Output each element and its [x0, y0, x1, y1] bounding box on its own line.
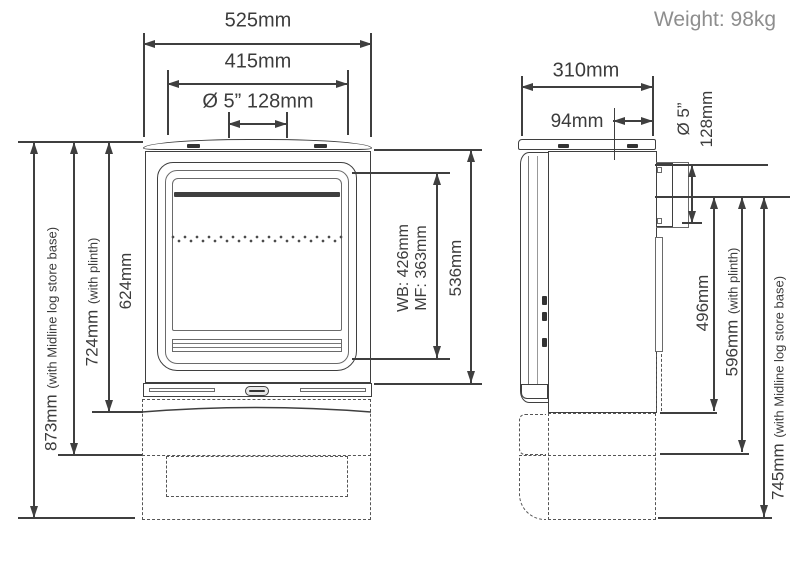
side-top-plate-lug-left [558, 144, 569, 148]
ext-536-bottom [374, 383, 482, 385]
dim-flue-height-logstore [759, 197, 768, 517]
label-height-body: 624mm [116, 252, 135, 310]
side-flue-bolt-bottom [657, 218, 662, 224]
label-depth-overall: 310mm [552, 59, 620, 82]
side-front-foot [521, 384, 548, 399]
dim-window-height [432, 173, 441, 358]
side-plinth-front-profile [519, 414, 546, 455]
ref-745-bottom [658, 517, 772, 519]
ref-floor-left [18, 517, 135, 519]
front-base-bracket-left [149, 388, 215, 392]
side-top-plate-lug-right [627, 144, 638, 148]
front-door-bottom-band-line1 [173, 343, 341, 344]
ref-496-bottom [660, 412, 717, 414]
label-flue-height-logstore: 745mm (with Midline log store base) [768, 275, 788, 501]
brand-badge-text-bar [249, 390, 265, 392]
front-top-plate [143, 139, 372, 150]
front-door-bottom-band [172, 339, 342, 352]
label-height-logstore: 873mm (with Midline log store base) [41, 226, 61, 452]
ref-724-bottom [58, 454, 142, 456]
side-door-panel-line2 [537, 156, 538, 399]
label-width-inner: 415mm [224, 50, 292, 73]
label-flue-height: 496mm [693, 274, 712, 332]
ext-310-left [521, 76, 523, 136]
front-base-bracket-right [300, 388, 366, 392]
weight-label: Weight: 98kg [653, 8, 777, 31]
front-logstore-opening [166, 456, 348, 497]
side-flue-bolt-top [657, 167, 662, 173]
ref-top-left [18, 141, 143, 143]
side-door-panel-line1 [528, 156, 529, 399]
front-air-holes [170, 234, 344, 244]
front-top-plate-lug-left [187, 144, 200, 148]
dim-height-plinth [69, 142, 78, 455]
ext-310-right [652, 76, 654, 136]
side-top-plate [518, 139, 656, 150]
front-top-plate-lug-right [314, 144, 327, 148]
ext-525-left [143, 33, 145, 137]
dim-flue-front [228, 119, 287, 128]
dim-width-overall [143, 39, 372, 48]
ext-536-top [374, 149, 482, 151]
side-hinge-mark-3 [542, 338, 547, 347]
side-flue-collar [656, 163, 673, 227]
front-glass [172, 178, 342, 331]
label-firebox-height: 536mm [446, 239, 465, 297]
front-logstore-base-outline [142, 399, 371, 520]
side-logstore-base-outline [548, 413, 656, 520]
side-hinge-mark-1 [542, 296, 547, 305]
front-plinth-bottom-line [142, 455, 371, 456]
side-plinth-bottom-line [548, 455, 656, 456]
dim-flue-offset [613, 116, 653, 125]
label-height-plinth: 724mm (with plinth) [82, 237, 102, 367]
ref-624-bottom [92, 411, 143, 413]
ref-flue-top [655, 164, 768, 166]
label-flue-diameter-mm: 128mm [697, 90, 716, 148]
dim-height-logstore [29, 142, 38, 518]
dim-firebox-height [466, 150, 475, 383]
side-logstore-front-profile [519, 455, 546, 520]
label-width-overall: 525mm [224, 9, 292, 32]
side-door-panel [520, 152, 549, 403]
label-window-wood: WB: 426mm [395, 223, 412, 313]
ext-window-bottom [352, 358, 450, 360]
dim-flue-diameter-side [687, 165, 696, 223]
label-flue-height-plinth: 596mm (with plinth) [722, 247, 742, 377]
dim-height-body [104, 142, 113, 412]
ref-flue-centre [655, 196, 790, 198]
ref-596-bottom [660, 453, 749, 455]
label-flue-offset: 94mm [550, 111, 604, 132]
dim-flue-height-plinth [737, 197, 746, 452]
ext-525-right [370, 33, 372, 137]
label-flue-diameter-inches: Ø 5” [674, 102, 693, 136]
dim-flue-height [709, 197, 718, 411]
dim-width-inner [167, 79, 348, 88]
label-window-multifuel: MF: 363mm [413, 225, 430, 311]
ref-flue-centreline [614, 108, 615, 160]
side-hinge-mark-2 [542, 312, 547, 321]
side-body [548, 151, 657, 413]
ext-415-left [167, 70, 169, 135]
dim-depth-overall [521, 82, 653, 91]
side-rear-heat-shield-dashed [656, 354, 662, 411]
ext-415-right [347, 70, 349, 135]
front-airwash-bar [174, 192, 340, 197]
side-rear-heat-shield [655, 237, 663, 352]
front-door-bottom-band-line2 [173, 347, 341, 348]
front-base-arch [142, 406, 371, 413]
label-flue-front: Ø 5” 128mm [202, 90, 314, 113]
ext-window-top [352, 172, 450, 174]
